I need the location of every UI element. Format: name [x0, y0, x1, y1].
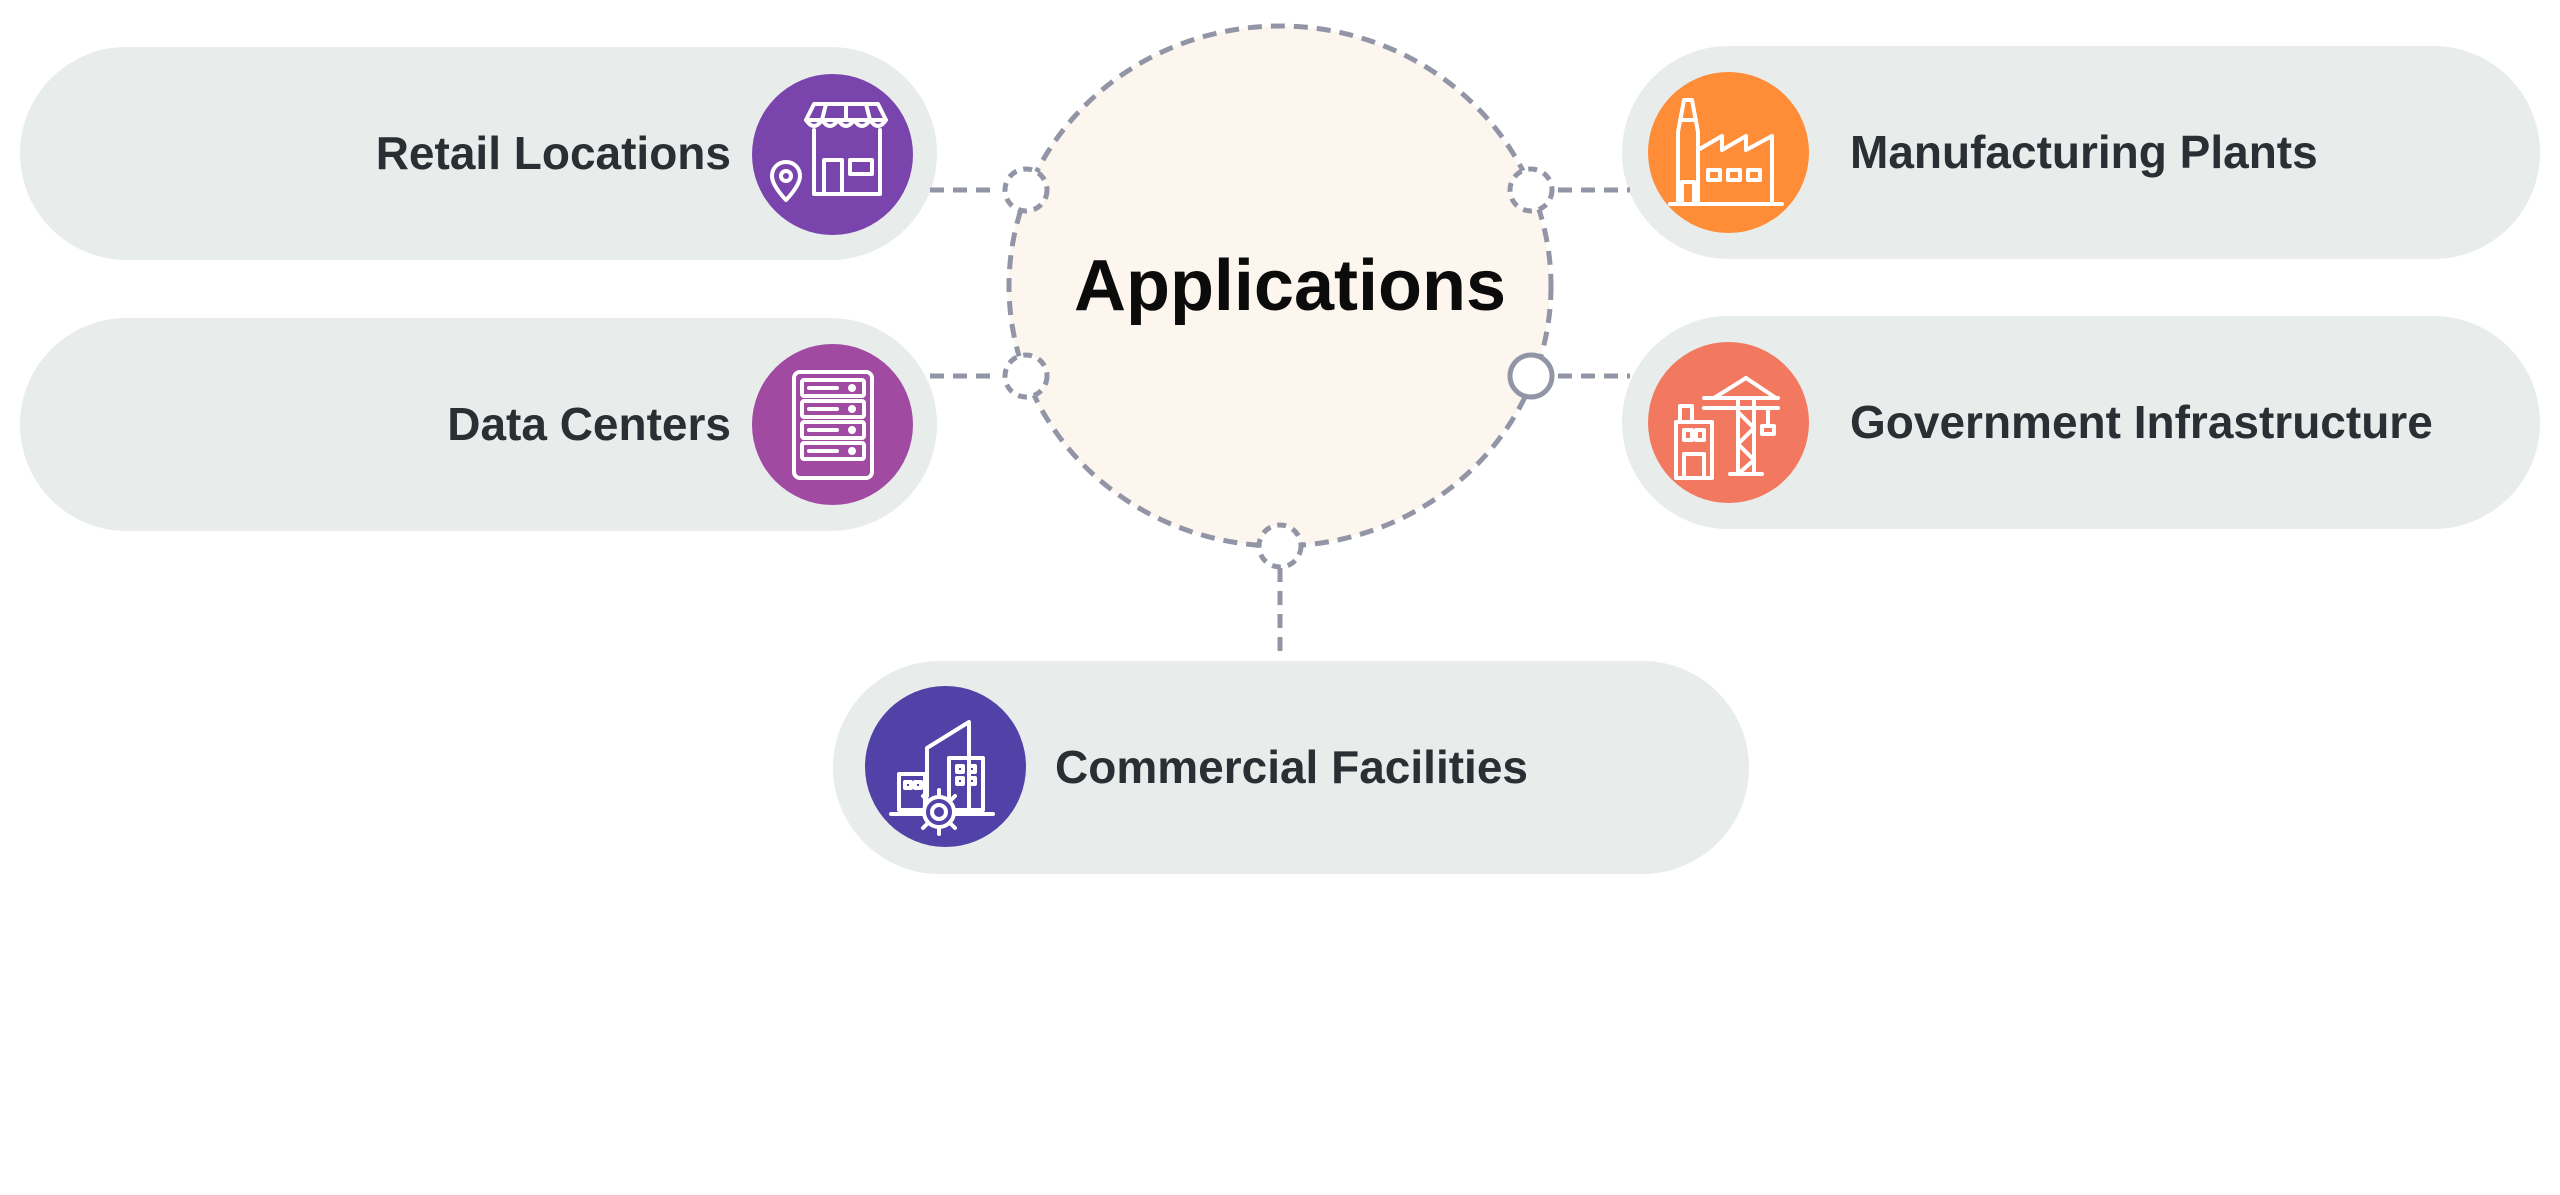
label-commercial-facilities: Commercial Facilities — [1055, 741, 1528, 793]
center-hub — [1008, 26, 1550, 546]
storefront-location-icon — [752, 74, 913, 235]
label-manufacturing-plants: Manufacturing Plants — [1850, 126, 2318, 178]
label-government-infrastructure: Government Infrastructure — [1850, 396, 2433, 448]
construction-crane-icon — [1648, 342, 1809, 503]
server-rack-icon — [752, 344, 913, 505]
label-retail-locations: Retail Locations — [375, 127, 731, 179]
pill-government-infrastructure: Government Infrastructure — [1622, 316, 2540, 529]
office-buildings-gear-icon — [865, 686, 1026, 847]
label-data-centers: Data Centers — [447, 398, 731, 450]
factory-icon — [1648, 72, 1809, 233]
center-title: Applications — [1073, 246, 1507, 326]
